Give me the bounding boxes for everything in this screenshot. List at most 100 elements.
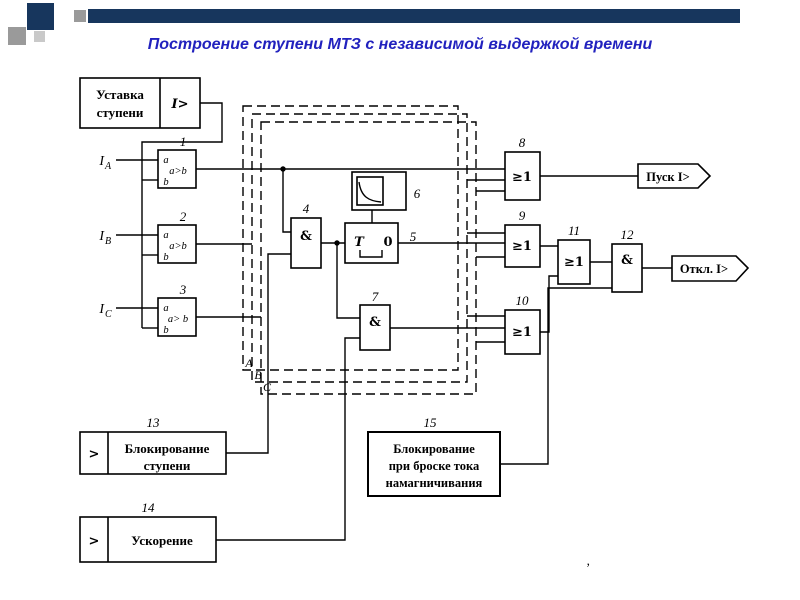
timer-number: 5 xyxy=(410,229,417,244)
phase-b-boundary xyxy=(251,113,468,383)
gate-9-symbol: ≥1 xyxy=(512,239,532,254)
trip-output-flag xyxy=(671,255,750,282)
comparator-1-box xyxy=(157,149,197,189)
stage-blocking-block-13: > Блокирование ступени 13 xyxy=(79,415,227,475)
comparator-3-b: b xyxy=(163,325,168,336)
timer-box xyxy=(344,222,399,264)
header-square-small xyxy=(74,10,86,22)
timer-zero-label: 0 xyxy=(383,235,392,250)
or-gate-8: 8 ≥1 xyxy=(504,135,541,201)
block-14-number: 14 xyxy=(142,500,156,515)
block-13-label-line2: ступени xyxy=(144,458,191,473)
characteristic-curve-icon xyxy=(358,181,382,203)
phase-a-boundary xyxy=(242,105,459,371)
comparator-3-rel: a> b xyxy=(168,314,188,325)
characteristic-block-6: 6 xyxy=(351,171,421,211)
timer-pulse-icon xyxy=(359,250,383,258)
block-13-number: 13 xyxy=(147,415,161,430)
stray-mark: ’ xyxy=(586,560,590,575)
page-title: Построение ступени МТЗ с независимой выд… xyxy=(147,36,653,53)
comparator-2-b: b xyxy=(163,252,168,263)
gate-11-number: 11 xyxy=(568,223,580,238)
header-square-navy xyxy=(27,3,54,30)
gate-8-symbol: ≥1 xyxy=(512,170,532,185)
gate-4-box xyxy=(290,217,322,269)
block-14-box xyxy=(79,516,217,563)
comparator-2-box xyxy=(157,224,197,264)
input-ib-label: I xyxy=(98,229,105,244)
block-14-input-symbol: > xyxy=(89,534,100,549)
comparator-3-a: a xyxy=(163,303,168,314)
input-ic-label: I xyxy=(98,302,105,317)
input-ib-sub: B xyxy=(105,236,111,247)
start-output-label: Пуск I> xyxy=(646,170,689,184)
start-output-flag xyxy=(637,163,712,189)
block-15-box xyxy=(367,431,501,497)
connection-wires xyxy=(116,102,672,541)
block-15-label-line3: намагничивания xyxy=(386,476,483,490)
block-6-inner-frame xyxy=(356,176,384,206)
gate-4-symbol: & xyxy=(300,229,312,244)
block-13-input-symbol: > xyxy=(89,447,100,462)
gate-9-box xyxy=(504,224,541,268)
junction-dot xyxy=(280,166,286,172)
header-bar xyxy=(88,9,740,23)
block-15-number: 15 xyxy=(424,415,438,430)
trip-output: Откл. I> xyxy=(671,255,750,282)
gate-12-number: 12 xyxy=(621,227,635,242)
input-ic-sub: C xyxy=(105,309,112,320)
comparator-3: 3 a a> b b xyxy=(157,282,197,337)
header-square-gray xyxy=(8,27,26,45)
gate-12-box xyxy=(611,243,643,293)
gate-9-number: 9 xyxy=(519,208,526,223)
setting-label-line1: Уставка xyxy=(96,87,144,102)
comparator-1: 1 a a>b b xyxy=(157,134,197,189)
input-ia-sub: A xyxy=(104,161,112,172)
gate-11-symbol: ≥1 xyxy=(564,255,584,270)
and-gate-4: 4 & xyxy=(290,201,322,269)
gate-7-symbol: & xyxy=(369,315,381,330)
comparator-1-rel: a>b xyxy=(169,166,187,177)
gate-10-number: 10 xyxy=(516,293,530,308)
current-inputs: I A I B I C xyxy=(98,154,112,320)
comparator-1-a: a xyxy=(163,155,168,166)
gate-10-box xyxy=(504,309,541,355)
trip-output-label: Откл. I> xyxy=(680,262,728,276)
setting-label-line2: ступени xyxy=(97,105,144,120)
comparator-2-a: a xyxy=(163,230,168,241)
gate-12-symbol: & xyxy=(621,253,633,268)
block-13-box xyxy=(79,431,227,475)
and-gate-12: 12 & xyxy=(611,227,643,293)
or-gate-11: 11 ≥1 xyxy=(557,223,591,285)
comparator-3-box xyxy=(157,297,197,337)
comparator-1-b: b xyxy=(163,177,168,188)
setting-box xyxy=(79,77,201,129)
comparator-2-number: 2 xyxy=(180,209,187,224)
timer-t-label: T xyxy=(354,235,365,250)
input-ia-label: I xyxy=(98,154,105,169)
gate-10-symbol: ≥1 xyxy=(512,325,532,340)
comparator-2-rel: a>b xyxy=(169,241,187,252)
phase-c-boundary xyxy=(260,121,477,395)
timer-block-5: T 0 5 xyxy=(344,222,417,264)
gate-4-number: 4 xyxy=(303,201,310,216)
setting-symbol: I> xyxy=(171,97,189,112)
phase-b-label: B xyxy=(254,368,262,382)
or-gate-10: 10 ≥1 xyxy=(504,293,541,355)
comparator-1-number: 1 xyxy=(180,134,187,149)
gate-7-box xyxy=(359,304,391,351)
or-gate-9: 9 ≥1 xyxy=(504,208,541,268)
start-output: Пуск I> xyxy=(637,163,712,189)
block-14-label: Ускорение xyxy=(131,533,193,548)
comparator-2: 2 a a>b b xyxy=(157,209,197,264)
block-15-label-line1: Блокирование xyxy=(393,442,475,456)
block-6-box xyxy=(351,171,407,211)
gate-11-box xyxy=(557,239,591,285)
gate-8-number: 8 xyxy=(519,135,526,150)
and-gate-7: 7 & xyxy=(359,289,391,351)
block-13-label-line1: Блокирование xyxy=(125,441,210,456)
inrush-blocking-block-15: Блокирование при броске тока намагничива… xyxy=(367,415,501,497)
gate-8-box xyxy=(504,151,541,201)
